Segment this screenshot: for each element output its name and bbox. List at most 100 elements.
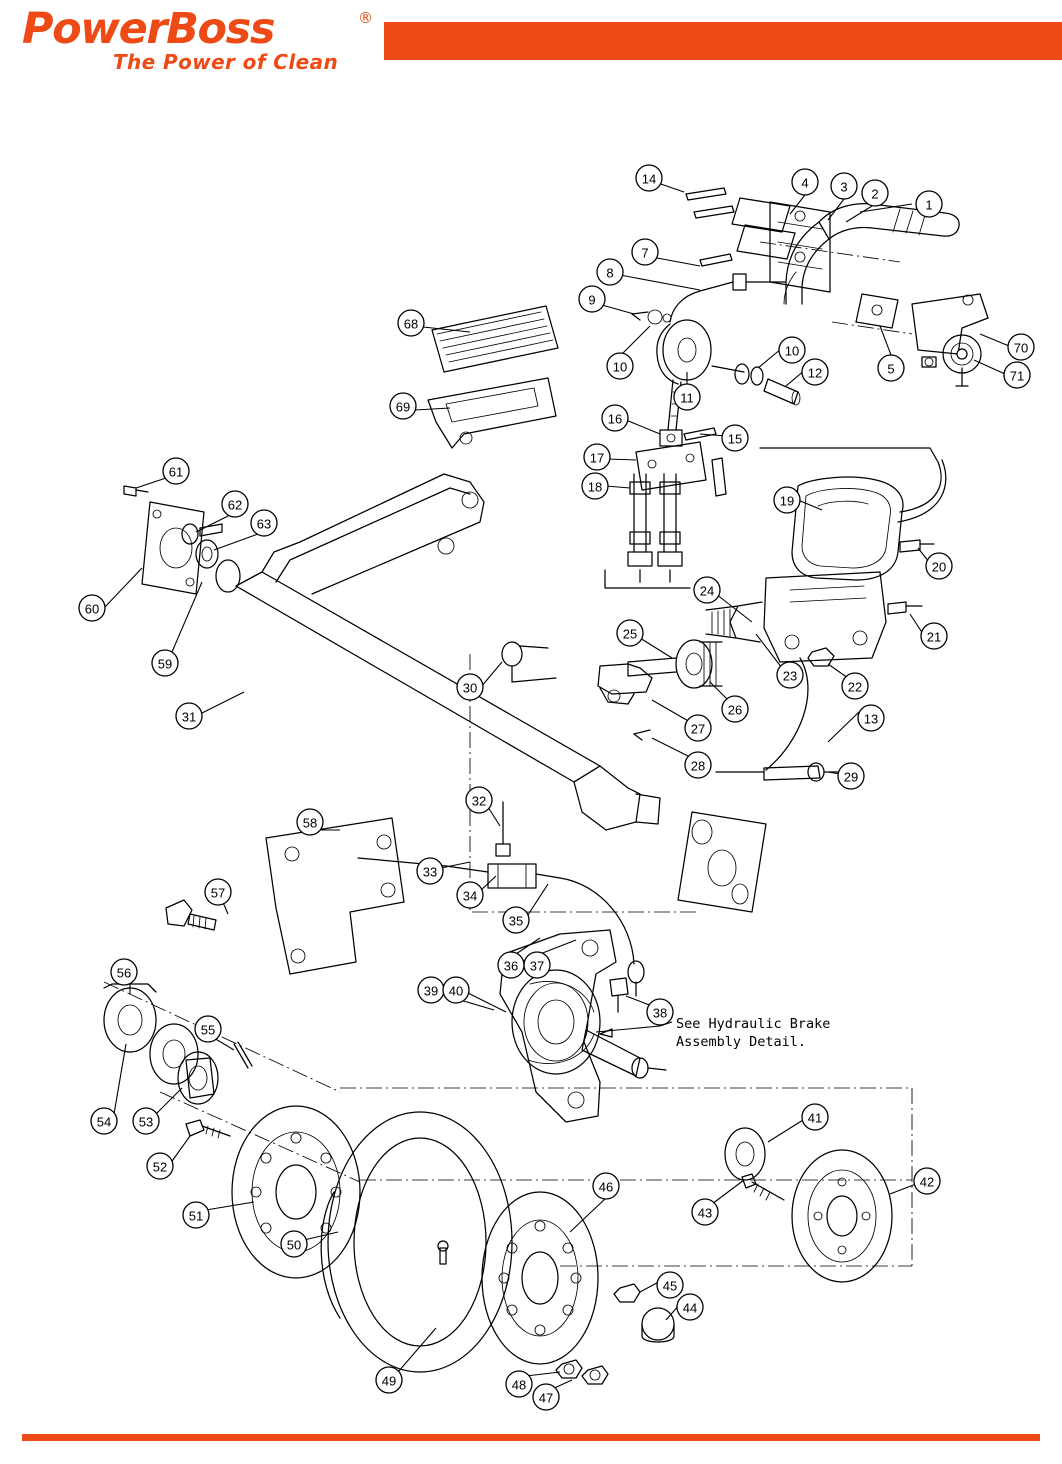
brake-line-tee-group [357,801,645,997]
callout-44: 44 [676,1293,704,1321]
callout-label: 43 [698,1206,712,1221]
center-linkage-group [501,639,841,782]
callout-label: 63 [257,517,271,532]
callout-19: 19 [773,486,801,514]
callout-circle [523,951,551,979]
callout-60: 60 [78,594,106,622]
callout-label: 36 [504,959,518,974]
callout-circle [162,457,190,485]
callout-circle [221,490,249,518]
callout-3: 3 [830,172,858,200]
callout-circle [776,661,804,689]
callout-7: 7 [631,238,659,266]
callout-69: 69 [389,392,417,420]
callout-circle [606,352,634,380]
callout-label: 52 [153,1160,167,1175]
callout-32: 32 [465,786,493,814]
callout-circle [194,1015,222,1043]
callout-label: 8 [606,266,613,281]
callout-circle [296,808,324,836]
callout-label: 29 [844,770,858,785]
callout-circle [676,1293,704,1321]
callout-circle [90,1107,118,1135]
callout-label: 20 [932,560,946,575]
callout-1: 1 [915,190,943,218]
callout-41: 41 [801,1103,829,1131]
callout-8: 8 [596,258,624,286]
callout-label: 23 [783,669,797,684]
callout-label: 57 [211,886,225,901]
callout-22: 22 [841,672,869,700]
bottom-fasteners-group [555,1283,675,1385]
callout-55: 55 [194,1015,222,1043]
callout-label: 5 [887,362,894,377]
callout-68: 68 [397,309,425,337]
callout-circle [456,881,484,909]
callout-13: 13 [857,704,885,732]
callout-label: 51 [189,1209,203,1224]
callout-4: 4 [791,168,819,196]
callout-circle [416,857,444,885]
brake-pedal-arm-group [123,473,661,831]
bearing-stack-group [103,983,253,1139]
callout-label: 38 [653,1006,667,1021]
callout-circle [857,704,885,732]
callout-circle [684,714,712,742]
callout-17: 17 [583,443,611,471]
callout-50: 50 [280,1230,308,1258]
callout-circle [631,238,659,266]
callout-circle [596,258,624,286]
callout-63: 63 [250,509,278,537]
mount-plate-group [165,817,405,975]
callout-circle [146,1152,174,1180]
callout-37: 37 [523,951,551,979]
callout-label: 69 [396,400,410,415]
callout-label: 27 [691,722,705,737]
callout-26: 26 [721,695,749,723]
callout-45: 45 [656,1271,684,1299]
callout-label: 19 [780,494,794,509]
callout-10: 10 [606,352,634,380]
callout-circle [861,179,889,207]
callout-circle [583,443,611,471]
callout-label: 12 [808,366,822,381]
callout-label: 14 [642,172,656,187]
callout-5: 5 [877,354,905,382]
callout-label: 53 [139,1115,153,1130]
note-line-2: Assembly Detail. [676,1034,806,1050]
callout-circle [837,762,865,790]
callout-circle [1007,333,1035,361]
registered-trademark-symbol: ® [358,9,373,27]
callout-29: 29 [837,762,865,790]
callout-49: 49 [375,1366,403,1394]
callout-62: 62 [221,490,249,518]
callout-label: 10 [613,360,627,375]
callout-label: 54 [97,1115,111,1130]
callout-54: 54 [90,1107,118,1135]
callout-21: 21 [920,622,948,650]
callout-circle [465,786,493,814]
parking-brake-handle-group [604,187,989,589]
callout-35: 35 [502,906,530,934]
callout-circle [151,649,179,677]
callout-70: 70 [1007,333,1035,361]
callout-circle [635,164,663,192]
callout-circle [592,1172,620,1200]
callout-label: 1 [925,198,932,213]
callout-circle [132,1107,160,1135]
callout-label: 46 [599,1180,613,1195]
callout-label: 59 [158,657,172,672]
callout-34: 34 [456,881,484,909]
callout-label: 22 [848,680,862,695]
callout-circle [877,354,905,382]
callout-2: 2 [861,179,889,207]
callout-circle [801,358,829,386]
callout-label: 17 [590,451,604,466]
callout-71: 71 [1003,361,1031,389]
pedal-group [427,305,559,449]
callout-label: 2 [871,187,878,202]
callout-label: 40 [449,984,463,999]
callout-label: 18 [588,480,602,495]
callout-circle [830,172,858,200]
callout-label: 21 [927,630,941,645]
